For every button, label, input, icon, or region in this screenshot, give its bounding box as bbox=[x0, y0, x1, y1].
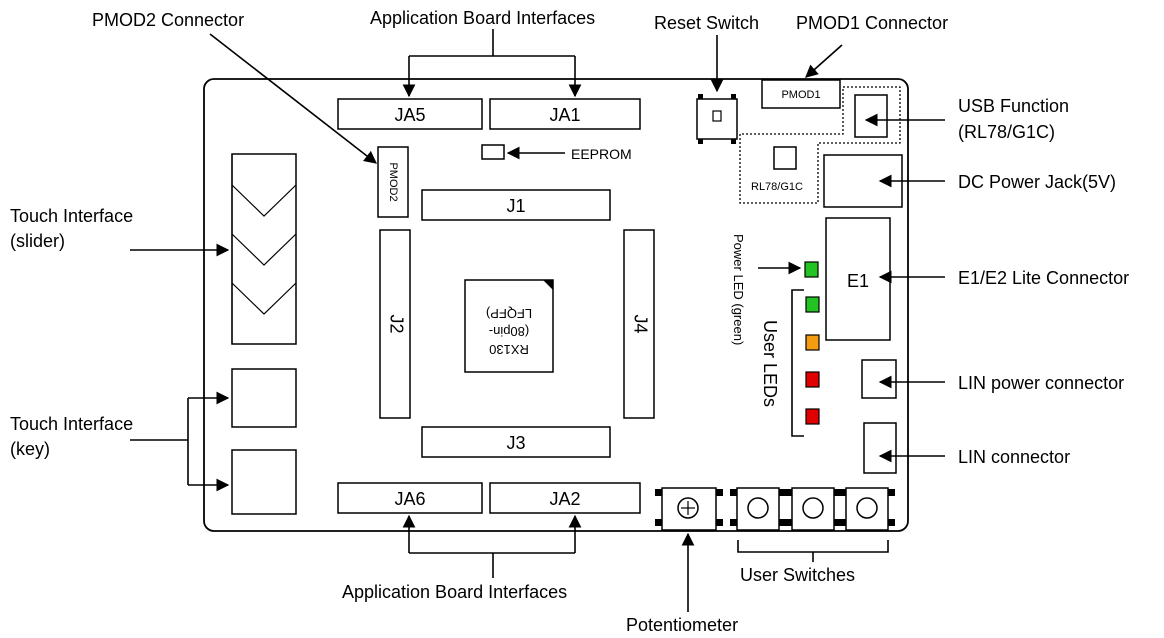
label-pmod2-connector: PMOD2 Connector bbox=[92, 10, 244, 30]
user-switch-1 bbox=[730, 487, 786, 531]
label-lin-power-connector: LIN power connector bbox=[958, 373, 1124, 393]
label-power-led: Power LED (green) bbox=[731, 234, 746, 345]
label-user-leds: User LEDs bbox=[760, 320, 780, 407]
connector-ja6-label: JA6 bbox=[394, 489, 425, 509]
user-led-3 bbox=[805, 371, 820, 388]
connector-ja2: JA2 bbox=[489, 482, 641, 514]
connector-j1-label: J1 bbox=[506, 196, 525, 216]
lin-connector bbox=[863, 422, 897, 474]
connector-j1: J1 bbox=[421, 189, 611, 221]
reset-switch bbox=[696, 94, 738, 144]
label-touch-key-2: (key) bbox=[10, 439, 50, 459]
user-led-2 bbox=[805, 334, 820, 351]
connector-ja5: JA5 bbox=[337, 98, 483, 130]
label-pmod1-connector: PMOD1 Connector bbox=[796, 13, 948, 33]
usb-connector bbox=[854, 94, 888, 138]
connector-j3: J3 bbox=[421, 426, 611, 458]
label-usb-function-1: USB Function bbox=[958, 96, 1069, 116]
label-app-board-bottom: Application Board Interfaces bbox=[342, 582, 567, 602]
label-touch-slider-1: Touch Interface bbox=[10, 206, 133, 226]
label-dc-power-jack: DC Power Jack(5V) bbox=[958, 172, 1116, 192]
connector-ja6: JA6 bbox=[337, 482, 483, 514]
label-touch-key-1: Touch Interface bbox=[10, 414, 133, 434]
mcu-line-3: LFQFP) bbox=[486, 306, 532, 321]
label-usb-function-2: (RL78/G1C) bbox=[958, 122, 1055, 142]
potentiometer bbox=[655, 487, 723, 531]
label-user-switches: User Switches bbox=[740, 565, 855, 585]
label-potentiometer: Potentiometer bbox=[626, 615, 738, 635]
connector-j4-label: J4 bbox=[630, 314, 650, 333]
touch-slider bbox=[231, 153, 297, 345]
connector-ja1: JA1 bbox=[489, 98, 641, 130]
label-e1-connector: E1/E2 Lite Connector bbox=[958, 268, 1129, 288]
mcu-line-2: (80pin- bbox=[489, 324, 529, 339]
user-led-1 bbox=[805, 296, 820, 313]
connector-pmod2: PMOD2 bbox=[377, 146, 409, 218]
power-led bbox=[804, 261, 819, 278]
label-reset-switch: Reset Switch bbox=[654, 13, 759, 33]
touch-key-1 bbox=[231, 368, 297, 428]
mcu-rx130: RX130 (80pin- LFQFP) bbox=[464, 279, 554, 373]
eeprom-chip bbox=[481, 144, 505, 160]
connector-ja1-label: JA1 bbox=[549, 105, 580, 125]
connector-j4: J4 bbox=[623, 229, 655, 419]
label-touch-slider-2: (slider) bbox=[10, 231, 65, 251]
label-app-board-top: Application Board Interfaces bbox=[370, 8, 595, 28]
connector-pmod1: PMOD1 bbox=[761, 79, 841, 109]
connector-j3-label: J3 bbox=[506, 433, 525, 453]
connector-j2: J2 bbox=[379, 229, 411, 419]
rl78-label: RL78/G1C bbox=[751, 181, 803, 193]
user-leds-bracket bbox=[791, 289, 804, 437]
connector-e1: E1 bbox=[825, 217, 891, 341]
connector-ja5-label: JA5 bbox=[394, 105, 425, 125]
connector-e1-label: E1 bbox=[847, 271, 869, 291]
label-lin-connector: LIN connector bbox=[958, 447, 1070, 467]
connector-ja2-label: JA2 bbox=[549, 489, 580, 509]
touch-key-2 bbox=[231, 449, 297, 515]
label-eeprom: EEPROM bbox=[571, 146, 632, 162]
lin-power-connector bbox=[861, 359, 897, 399]
mcu-line-1: RX130 bbox=[489, 342, 529, 357]
user-led-4 bbox=[805, 408, 820, 425]
rl78-chip bbox=[773, 146, 797, 170]
board-outline bbox=[203, 78, 909, 532]
user-switch-3 bbox=[839, 487, 895, 531]
connector-j2-label: J2 bbox=[386, 314, 406, 333]
user-switch-2 bbox=[785, 487, 841, 531]
connector-pmod2-label: PMOD2 bbox=[387, 162, 399, 201]
connector-pmod1-label: PMOD1 bbox=[781, 89, 820, 101]
